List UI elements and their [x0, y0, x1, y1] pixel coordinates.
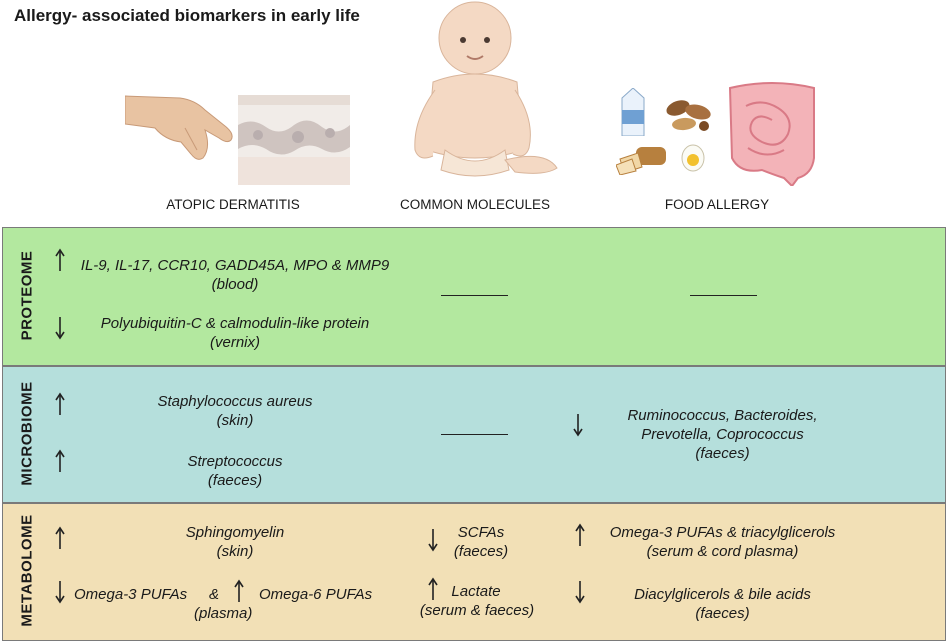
metabolome-ad-up-molecule: Sphingomyelin	[185, 524, 285, 541]
arrow-up-icon	[54, 449, 66, 473]
row-label-metabolome: METABOLOME	[18, 514, 36, 627]
arrow-down-icon	[54, 580, 66, 604]
metabolome-cm-down-molecule: SCFAs	[457, 524, 505, 541]
arrow-up-icon	[54, 526, 66, 550]
row-label-microbiome: MICROBIOME	[18, 381, 36, 486]
proteome-ad-down-source: (vernix)	[209, 334, 260, 351]
microbiome-ad-up1-taxa: Staphylococcus aureus	[157, 393, 313, 410]
microbiome-ad-up1-source: (skin)	[216, 412, 254, 429]
metabolome-ad-up-molecule-b: Omega-6 PUFAs	[259, 586, 373, 603]
metabolome-band	[2, 503, 946, 641]
bread-icon	[616, 145, 668, 175]
microbiome-common-empty-dash	[441, 434, 508, 435]
egg-icon	[681, 144, 705, 172]
skin-tissue-icon	[238, 95, 350, 185]
intestine-icon	[722, 78, 822, 186]
column-label-atopic-dermatitis: ATOPIC DERMATITIS	[166, 197, 300, 212]
arrow-up-icon	[54, 392, 66, 416]
arrow-up-icon	[427, 577, 439, 601]
row-label-proteome: PROTEOME	[18, 250, 36, 341]
proteome-ad-up-markers: IL-9, IL-17, CCR10, GADD45A, MPO & MMP9	[80, 257, 390, 274]
arrow-up-icon	[574, 523, 586, 547]
baby-icon	[405, 0, 560, 185]
column-label-common-molecules: COMMON MOLECULES	[399, 197, 551, 212]
metabolome-fa-up-source: (serum & cord plasma)	[646, 543, 799, 560]
proteome-food-empty-dash	[690, 295, 757, 296]
milk-carton-icon	[618, 88, 648, 136]
hand-icon	[125, 88, 240, 168]
proteome-band	[2, 227, 946, 366]
arrow-down-icon	[54, 316, 66, 340]
figure-title: Allergy- associated biomarkers in early …	[14, 6, 360, 25]
metabolome-ad-plasma-source: (plasma)	[194, 605, 253, 622]
microbiome-fa-down-taxa-1: Ruminococcus, Bacteroides,	[627, 407, 818, 424]
metabolome-ad-down-molecule: Omega-3 PUFAs	[74, 586, 188, 603]
proteome-ad-up-source: (blood)	[211, 276, 259, 293]
metabolome-fa-down-source: (faeces)	[695, 605, 750, 622]
proteome-common-empty-dash	[441, 295, 508, 296]
metabolome-cm-up-molecule: Lactate	[451, 583, 501, 600]
metabolome-ad-ampersand: &	[209, 586, 220, 603]
arrow-up-icon	[233, 579, 245, 603]
arrow-down-icon	[574, 580, 586, 604]
arrow-down-icon	[572, 413, 584, 437]
metabolome-cm-down-source: (faeces)	[453, 543, 509, 560]
microbiome-fa-down-source: (faeces)	[695, 445, 750, 462]
microbiome-fa-down-taxa-2: Prevotella, Coprococcus	[641, 426, 804, 443]
column-label-food-allergy: FOOD ALLERGY	[664, 197, 770, 212]
metabolome-cm-up-source: (serum & faeces)	[419, 602, 535, 619]
metabolome-fa-up-molecules: Omega-3 PUFAs & triacylglicerols	[609, 524, 836, 541]
peanuts-icon	[664, 96, 716, 136]
arrow-up-icon	[54, 248, 66, 272]
proteome-ad-down-markers: Polyubiquitin-C & calmodulin-like protei…	[100, 315, 370, 332]
metabolome-fa-down-molecules: Diacylglicerols & bile acids	[634, 586, 811, 603]
microbiome-ad-up2-taxa: Streptococcus	[187, 453, 283, 470]
arrow-down-icon	[427, 528, 439, 552]
metabolome-ad-up-source: (skin)	[216, 543, 254, 560]
microbiome-ad-up2-source: (faeces)	[207, 472, 263, 489]
